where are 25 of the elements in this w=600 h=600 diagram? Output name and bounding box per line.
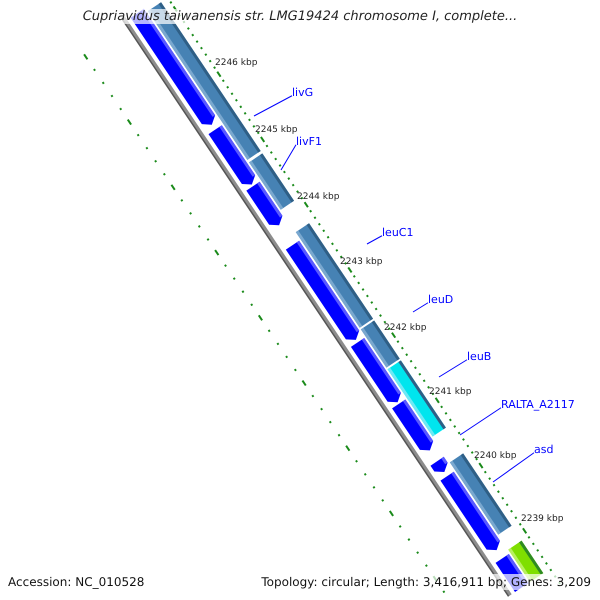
leader-line <box>412 302 428 312</box>
leader-line <box>460 407 502 436</box>
leader-line <box>438 359 468 378</box>
leader-line <box>492 452 534 482</box>
scale-label: 2245 kbp <box>255 125 298 136</box>
gene-label: leuD <box>428 293 454 306</box>
gene-label: leuB <box>467 350 492 363</box>
gene-label: livG <box>292 86 314 99</box>
scale-label: 2239 kbp <box>521 514 564 525</box>
scale-label: 2240 kbp <box>474 451 516 462</box>
scale-label: 2241 kbp <box>429 387 472 398</box>
map-title: Cupriavidus taiwanensis str. LMG19424 chromosome I, complete... <box>82 9 518 24</box>
leader-line <box>280 144 296 170</box>
gene-label: livF1 <box>296 135 322 148</box>
genome-info-text: Topology: circular; Length: 3,416,911 bp; Genes: 3,209 <box>261 574 591 590</box>
scale-label: 2242 kbp <box>384 323 426 334</box>
gene-label: RALTA_A2117 <box>501 398 575 411</box>
leader-line <box>366 235 382 244</box>
gene-label: leuC1 <box>382 226 414 239</box>
accession-text: Accession: NC_010528 <box>8 574 144 590</box>
scale-label: 2246 kbp <box>215 58 258 69</box>
gene-label: asd <box>534 443 554 456</box>
scale-label: 2244 kbp <box>297 192 340 203</box>
scale-label: 2243 kbp <box>340 257 382 268</box>
leader-line <box>254 95 292 116</box>
